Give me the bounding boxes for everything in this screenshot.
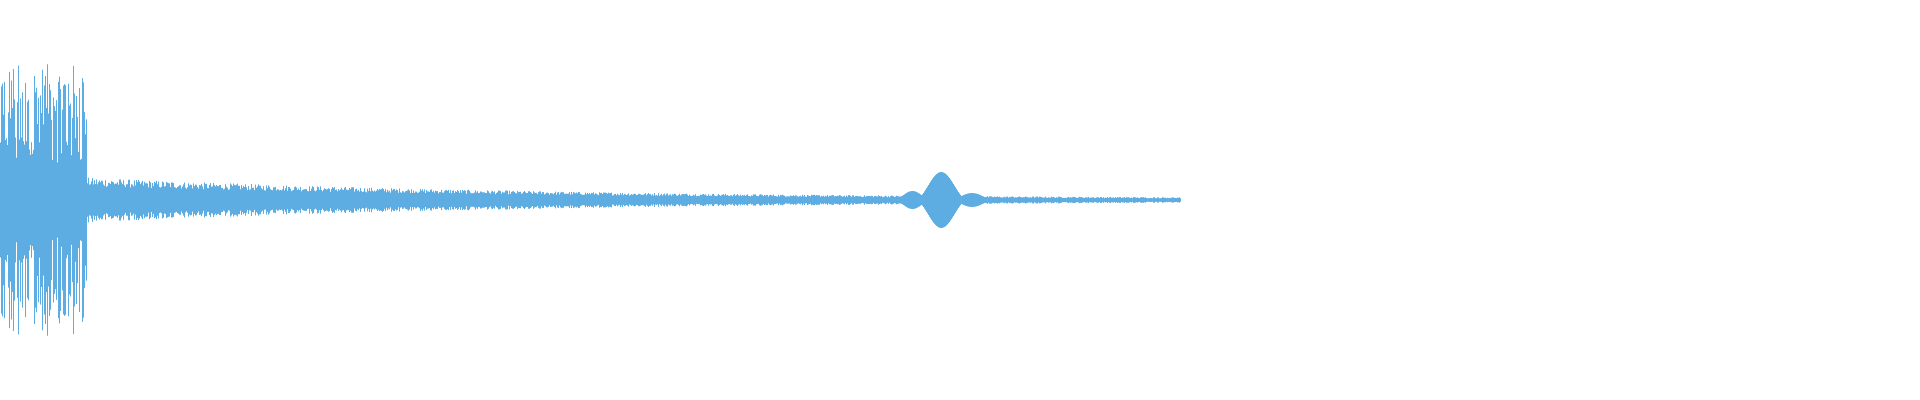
waveform[interactable] xyxy=(0,0,1920,400)
waveform-view xyxy=(0,0,1920,400)
